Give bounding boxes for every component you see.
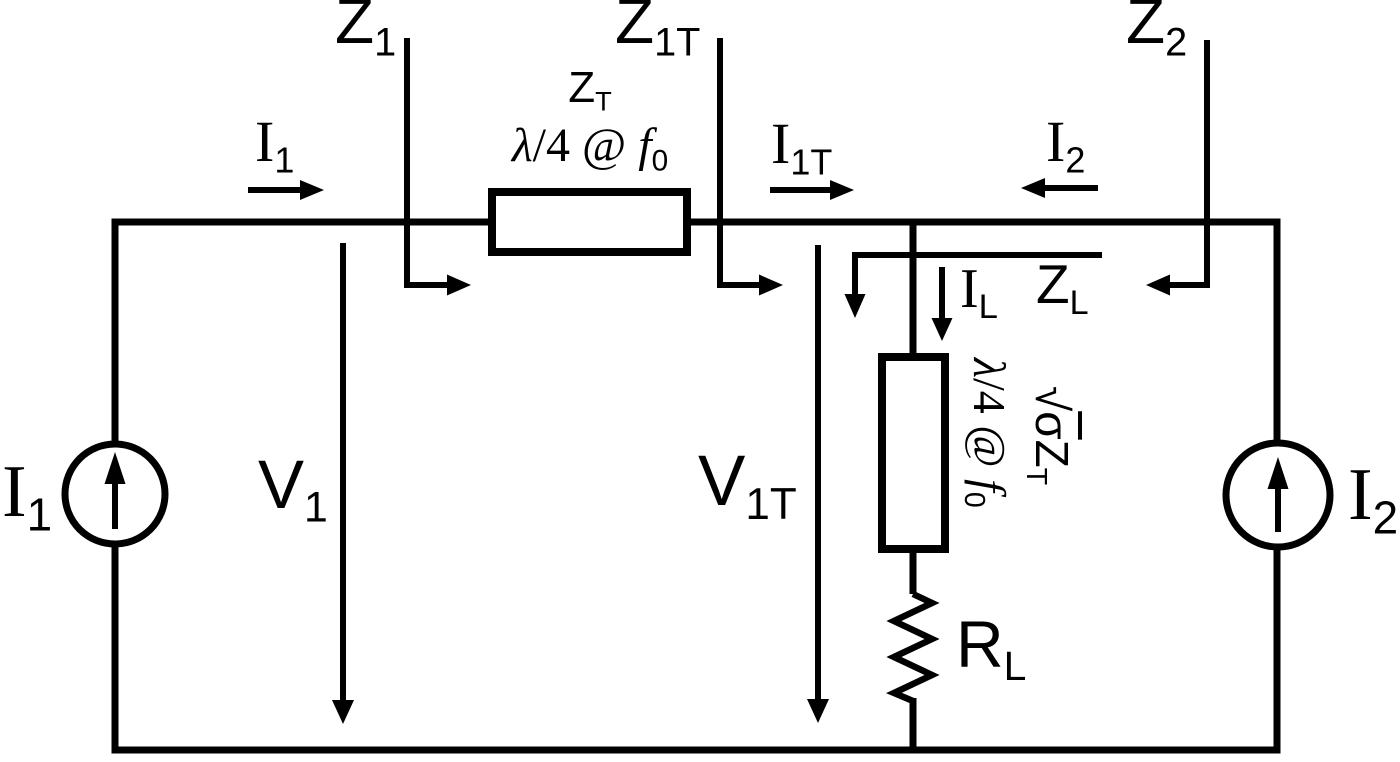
v1-label-sub: 1 bbox=[304, 483, 328, 532]
z1t-indicator-arrow-head bbox=[759, 274, 783, 296]
z1t-label-main: Z bbox=[615, 0, 655, 57]
stub-impedance-z: Z bbox=[1026, 439, 1078, 468]
zt-label: ZT bbox=[500, 66, 680, 115]
stub-impedance-sub: T bbox=[1019, 467, 1052, 486]
z1-indicator-line bbox=[404, 38, 447, 288]
i1-current-sub: 1 bbox=[274, 139, 295, 181]
i1t-arrow-head bbox=[830, 180, 854, 200]
v1-label-main: V bbox=[258, 446, 305, 523]
i1t-current-label: I1T bbox=[771, 115, 832, 180]
stub-spec-mid: /4 @ bbox=[964, 377, 1015, 480]
zl-indicator-line bbox=[852, 252, 1102, 294]
stub-impedance-label: √σZT bbox=[1019, 386, 1078, 486]
z2-indicator-arrow-head bbox=[1146, 274, 1170, 296]
i2-source-sub: 2 bbox=[1372, 491, 1399, 544]
v1t-label-main: V bbox=[698, 442, 746, 521]
i1-source-main: I bbox=[2, 451, 27, 533]
zl-label-sub: L bbox=[1069, 283, 1089, 322]
z1-label-main: Z bbox=[335, 0, 375, 57]
stub-impedance-radical: √ bbox=[1026, 386, 1078, 412]
i2-source-main: I bbox=[1348, 454, 1373, 536]
series-spec-mid: /4 @ bbox=[532, 119, 639, 172]
v1t-label: V1T bbox=[698, 446, 797, 527]
z2-label-sub: 2 bbox=[1165, 20, 1188, 65]
i1t-current-sub: 1T bbox=[790, 141, 833, 183]
v1t-arrow-head bbox=[807, 699, 829, 723]
z2-label-main: Z bbox=[1126, 0, 1166, 57]
i1-arrow-head bbox=[300, 180, 324, 200]
il-current-sub: L bbox=[978, 288, 998, 327]
i2-current-main: I bbox=[1046, 109, 1066, 174]
stub-tline-box bbox=[878, 353, 949, 553]
stub-spec-f: f bbox=[964, 479, 1015, 492]
v1-label: V1 bbox=[258, 450, 328, 529]
zt-label-main: Z bbox=[568, 63, 596, 112]
rl-label-main: R bbox=[956, 607, 1004, 681]
rl-label-sub: L bbox=[1003, 643, 1027, 690]
i1t-current-main: I bbox=[771, 111, 791, 176]
v1t-label-sub: 1T bbox=[745, 480, 797, 530]
stub-impedance-sigma: σ bbox=[1026, 411, 1078, 440]
i1-current-label: I1 bbox=[255, 113, 294, 178]
z1-label-sub: 1 bbox=[374, 20, 397, 65]
series-spec-lambda: λ bbox=[511, 119, 533, 172]
series-tline-box bbox=[488, 188, 691, 256]
z1t-indicator-line bbox=[717, 38, 759, 288]
i1-source-arrow-head bbox=[104, 452, 126, 484]
z2-label: Z2 bbox=[1126, 0, 1187, 63]
stub-spec-sub: 0 bbox=[957, 491, 990, 508]
zt-label-sub: T bbox=[595, 85, 612, 117]
i2-arrow-head bbox=[1021, 178, 1045, 198]
series-spec-f: f bbox=[638, 119, 652, 172]
v1-arrow-head bbox=[332, 700, 354, 724]
stub-spec-lambda: λ bbox=[964, 358, 1015, 378]
z1t-label-sub: 1T bbox=[654, 20, 701, 65]
load-resistor-zigzag bbox=[886, 591, 940, 704]
z2-indicator-line bbox=[1170, 40, 1210, 288]
stub-tline-spec-label: λ/4 @ f0 bbox=[957, 358, 1015, 508]
i2-current-sub: 2 bbox=[1065, 139, 1086, 181]
series-tline-spec-label: λ/4 @ f0 bbox=[470, 122, 710, 176]
zl-indicator-arrow-head bbox=[844, 294, 866, 318]
current-source-i2 bbox=[1222, 439, 1334, 551]
i2-source-arrow-head bbox=[1267, 457, 1289, 489]
z1t-label: Z1T bbox=[615, 0, 700, 63]
z1-label: Z1 bbox=[335, 0, 396, 63]
zl-label-main: Z bbox=[1036, 253, 1070, 315]
i1-current-main: I bbox=[255, 109, 275, 174]
il-current-label: IL bbox=[960, 261, 998, 325]
i2-source-label: I2 bbox=[1348, 458, 1398, 542]
rl-label: RL bbox=[956, 611, 1026, 687]
i1-source-sub: 1 bbox=[26, 488, 53, 541]
il-current-main: I bbox=[960, 258, 979, 320]
i2-current-label: I2 bbox=[1046, 113, 1085, 178]
series-spec-sub: 0 bbox=[651, 144, 669, 178]
zl-label: ZL bbox=[1036, 257, 1089, 320]
current-source-i1 bbox=[61, 440, 169, 548]
z1-indicator-arrow-head bbox=[447, 274, 471, 296]
il-arrow-head bbox=[931, 318, 953, 341]
i1-source-label: I1 bbox=[2, 455, 52, 539]
